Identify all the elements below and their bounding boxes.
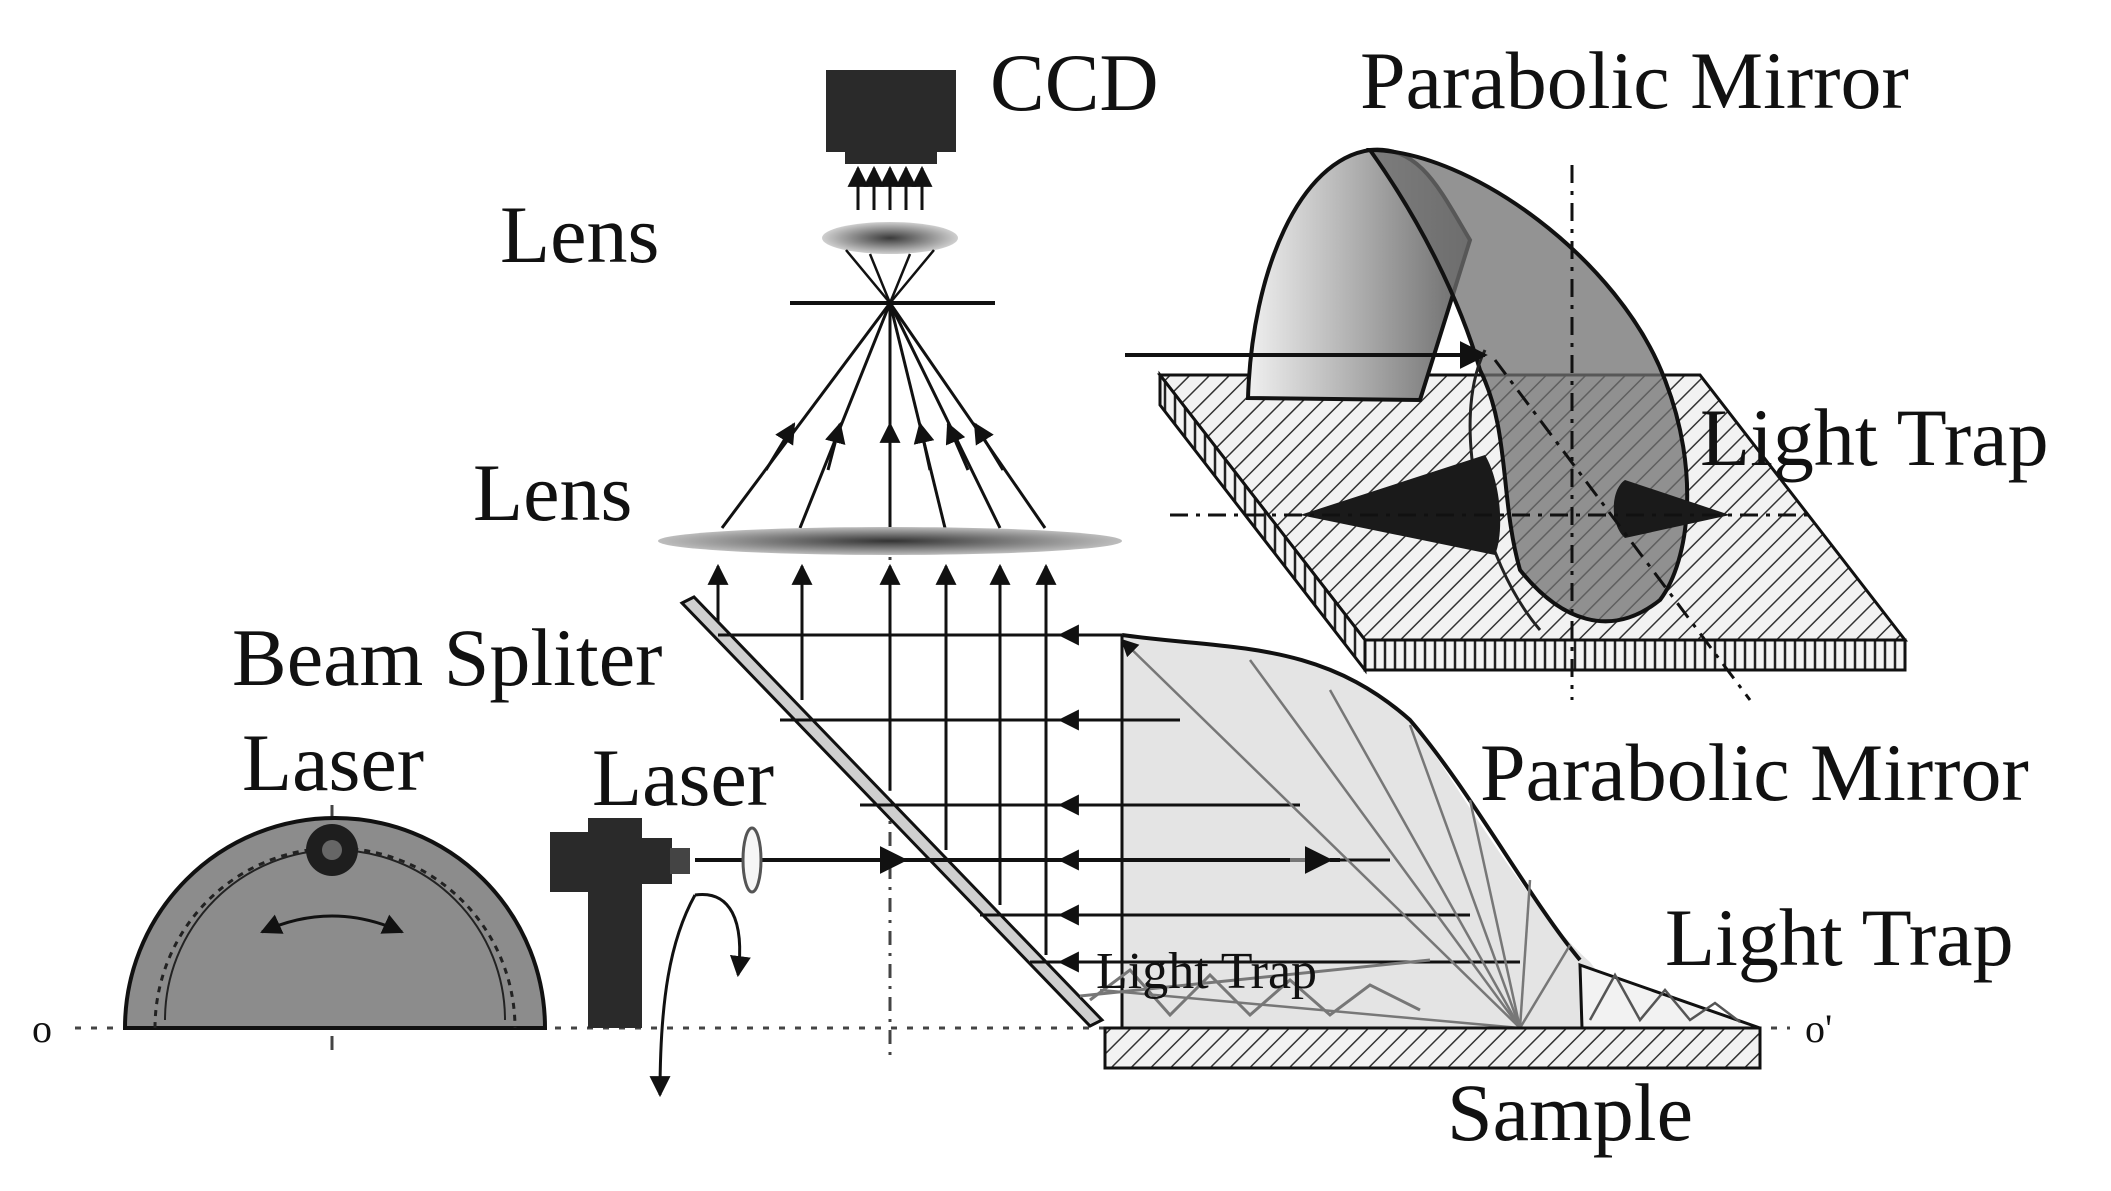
lens-lower-label: Lens — [473, 447, 632, 538]
light-trap-inner-label: Light Trap — [1096, 943, 1317, 1000]
upper-lens — [822, 222, 958, 254]
small-collimating-lens — [741, 826, 763, 894]
beam-splitter — [679, 595, 1105, 1028]
collimated-rays — [707, 563, 1057, 955]
light-trap-top-label: Light Trap — [1700, 392, 2049, 483]
laser-left-label: Laser — [242, 717, 424, 808]
parabolic-mirror-bottom-label: Parabolic Mirror — [1480, 727, 2029, 818]
ccd-camera — [826, 70, 956, 210]
rotating-laser-head — [306, 824, 358, 876]
focus-rays-lower — [720, 302, 1047, 529]
parabolic-mirror-3d — [1125, 147, 1909, 701]
rotation-stage — [122, 816, 548, 1030]
axis-o-prime-label: o' — [1805, 1006, 1832, 1051]
lens-upper-label: Lens — [500, 189, 659, 280]
sample-label: Sample — [1447, 1067, 1693, 1158]
laser-source — [550, 818, 751, 1098]
light-trap-right-label: Light Trap — [1665, 892, 2014, 983]
beam-splitter-label: Beam Spliter — [232, 612, 662, 703]
sample-slab — [1103, 1026, 1762, 1070]
axis-o-label: o — [32, 1006, 52, 1051]
focus-rays-upper — [845, 249, 935, 304]
objective-lens — [658, 527, 1122, 555]
ccd-label: CCD — [990, 37, 1159, 128]
parabolic-mirror-top-label: Parabolic Mirror — [1360, 35, 1909, 126]
laser-center-label: Laser — [592, 732, 774, 823]
inner-light-trap — [1079, 958, 1431, 1018]
